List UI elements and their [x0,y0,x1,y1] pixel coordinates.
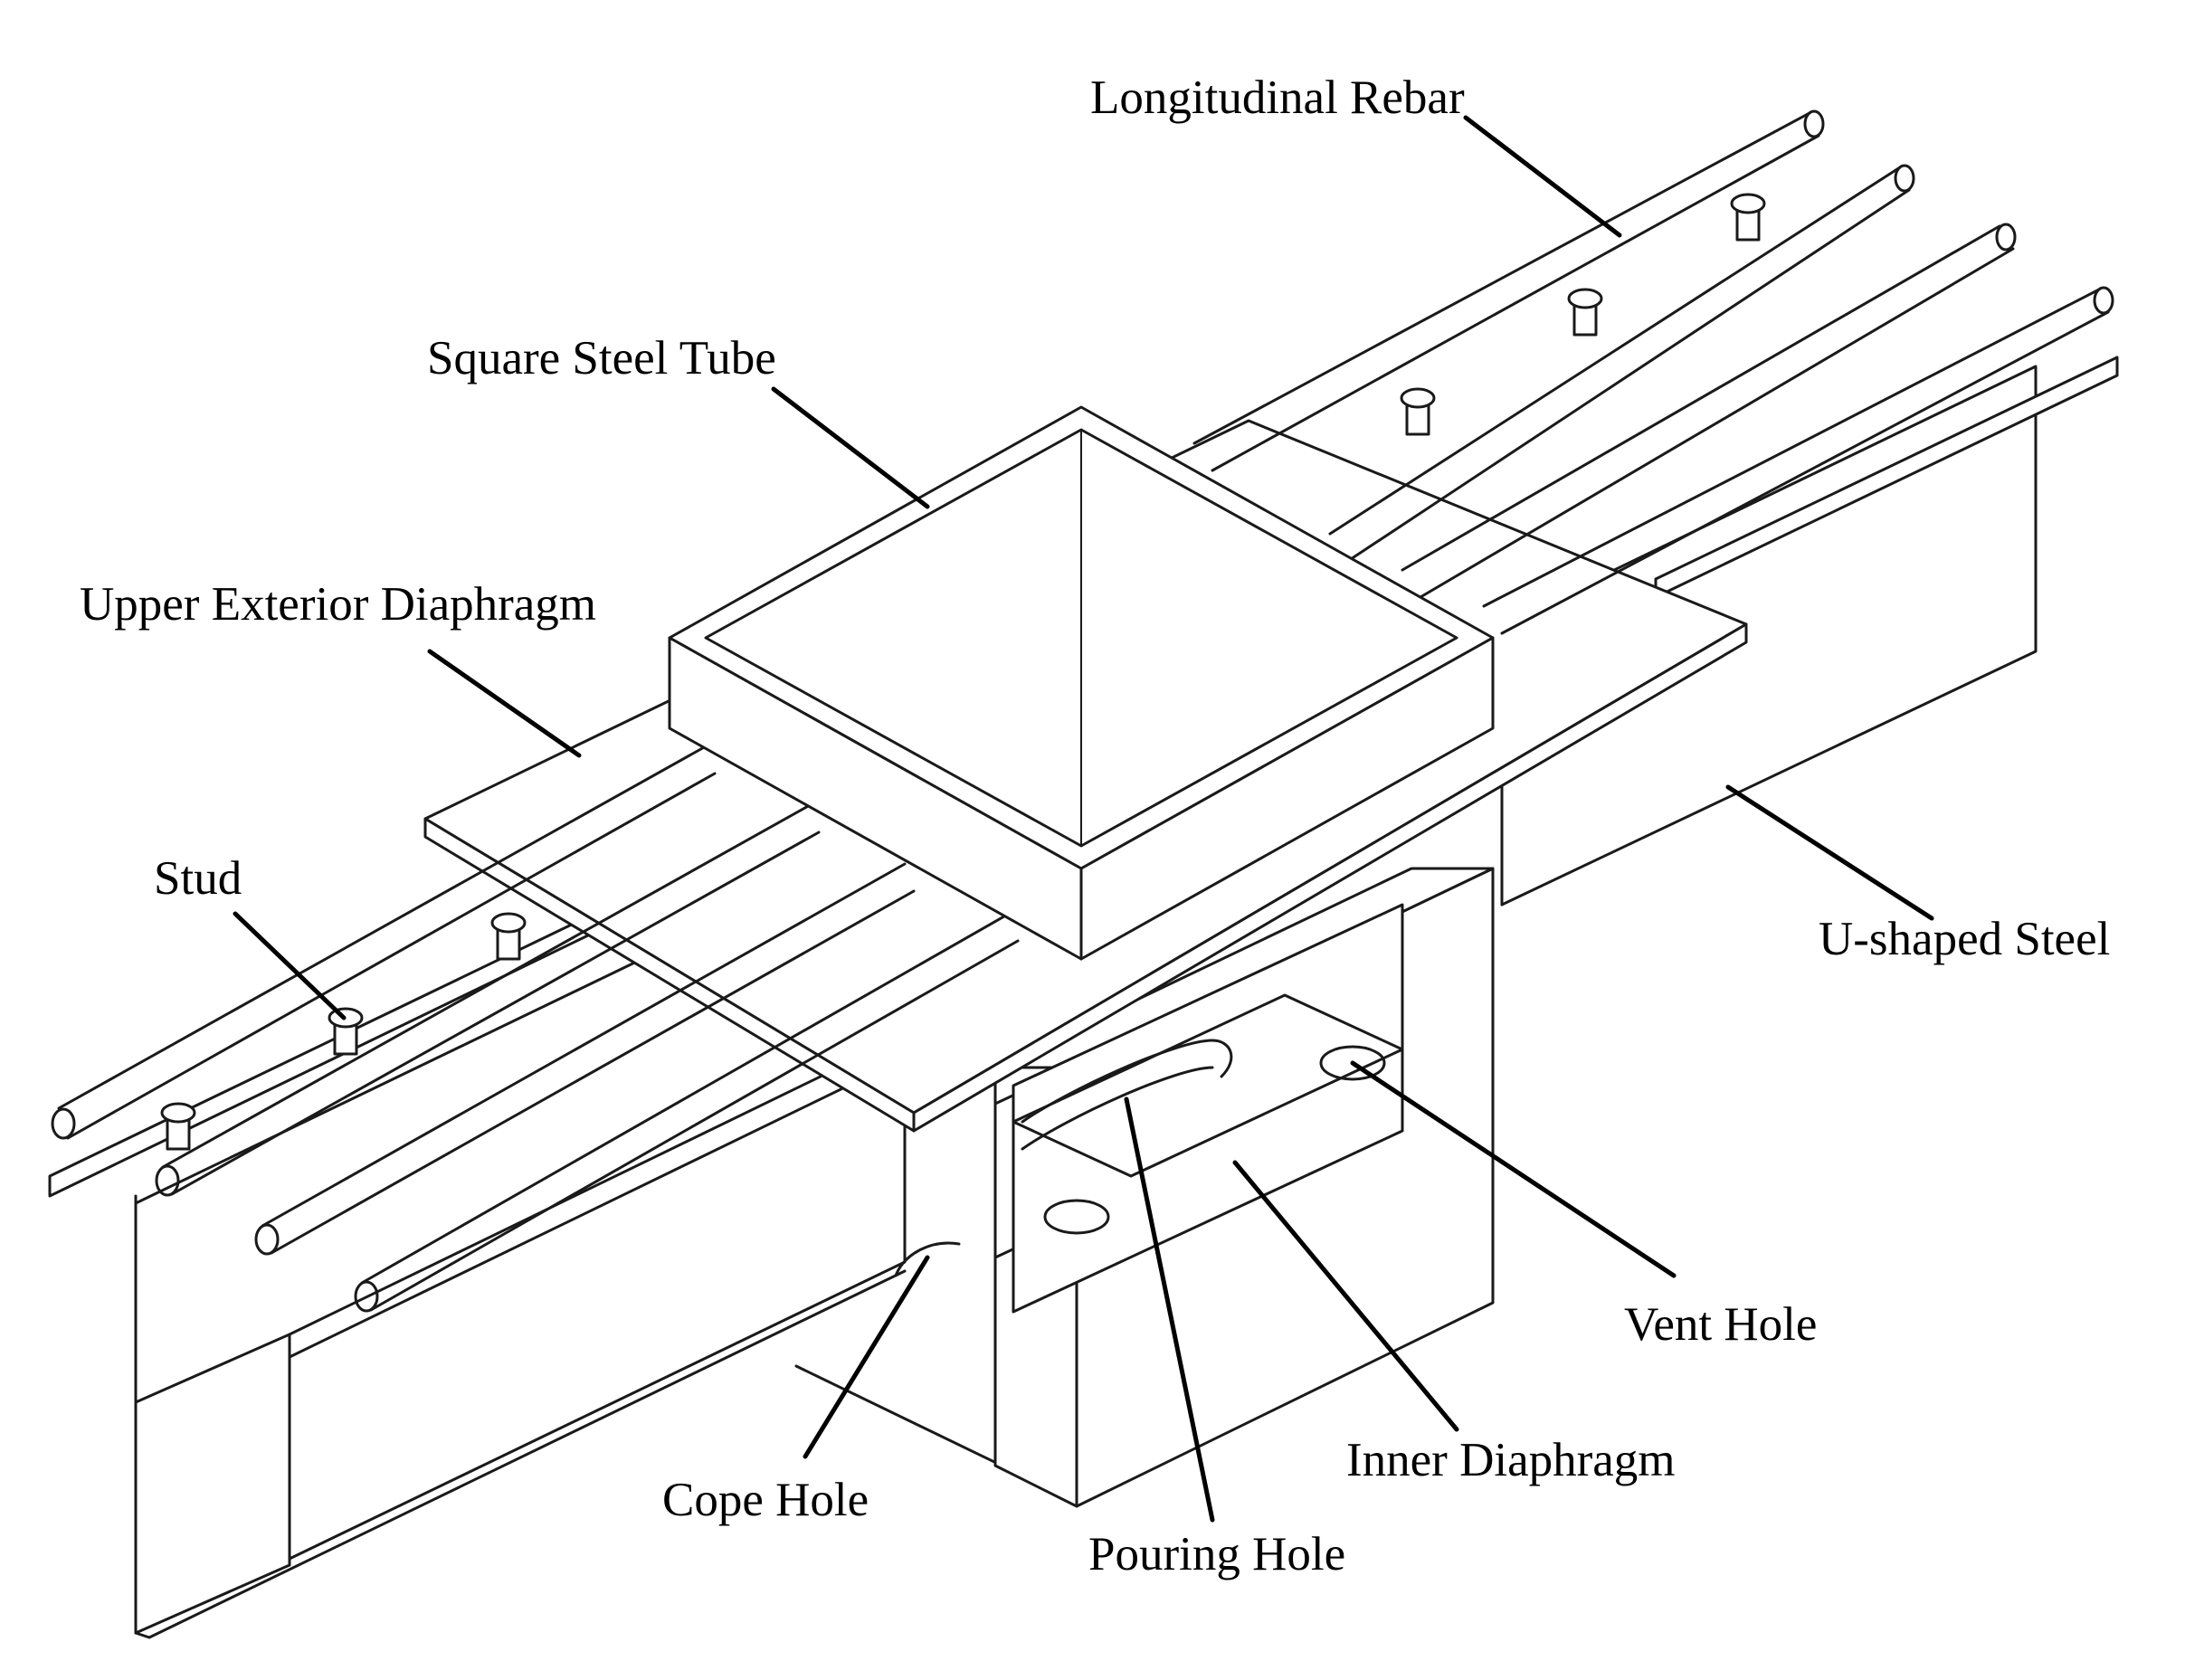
label-cope-hole: Cope Hole [662,1474,869,1526]
square-steel-tube [668,405,1495,961]
label-stud: Stud [154,852,242,905]
leader-square-steel-tube [771,386,930,509]
leader-stud [233,911,347,1020]
leader-pouring-hole [1124,1096,1215,1523]
square-tube-lower [894,867,1495,1508]
label-longitudinal-rebar: Longitudinal Rebar [1090,71,1465,124]
label-upper-exterior-diaphragm: Upper Exterior Diaphragm [80,578,597,631]
leader-vent-hole [1350,1060,1677,1278]
label-u-shaped-steel: U-shaped Steel [1819,913,2111,965]
leader-cope-hole [803,1255,930,1459]
label-square-steel-tube: Square Steel Tube [427,332,776,384]
leader-lines [233,115,1934,1523]
leader-inner-diaphragm [1232,1160,1459,1432]
leader-longitudinal-rebar [1463,115,1622,238]
leader-u-shaped-steel [1725,784,1934,921]
u-shaped-steel-right [1500,356,2119,906]
studs [160,193,1766,1151]
leader-upper-exterior-diaphragm [427,649,582,758]
label-inner-diaphragm: Inner Diaphragm [1346,1434,1676,1486]
rebars-left [51,745,1020,1313]
rebars-right [1192,109,2114,635]
label-vent-hole: Vent Hole [1624,1298,1818,1351]
label-pouring-hole: Pouring Hole [1088,1528,1346,1580]
